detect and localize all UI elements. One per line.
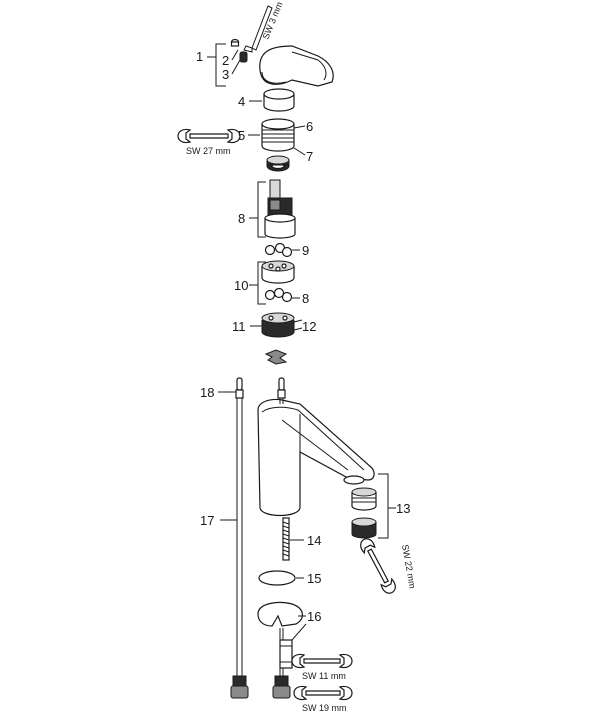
- seals-9: [264, 242, 300, 258]
- mounting-nut: [279, 623, 307, 669]
- wrench-27-label: SW 27 mm: [186, 146, 231, 156]
- lever-handle: [259, 45, 334, 87]
- hose-right: [272, 377, 291, 699]
- part-16-horseshoe: [257, 601, 306, 627]
- group-8-bracket: [249, 181, 266, 238]
- callout-18: 18: [200, 385, 214, 400]
- part-2-cap: [230, 38, 240, 47]
- callout-13: 13: [396, 501, 410, 516]
- callout-16: 16: [307, 609, 321, 624]
- part-6-7-bonnet-nut: [248, 118, 306, 156]
- callout-15: 15: [307, 571, 321, 586]
- group-1-bracket: [207, 43, 226, 87]
- callout-5: 5: [238, 128, 245, 143]
- wrench-22-icon: [360, 538, 396, 594]
- aerator-housing: [351, 517, 377, 539]
- group-13-bracket: [378, 473, 396, 539]
- callout-6: 6: [306, 119, 313, 134]
- hex-key-icon: [243, 5, 273, 53]
- callout-8a: 8: [238, 211, 245, 226]
- wrench-11-icon: [291, 653, 353, 669]
- diverter-disc: [261, 260, 295, 284]
- aerator-ring: [343, 475, 365, 485]
- callout-1: 1: [196, 49, 203, 64]
- callout-10: 10: [234, 278, 248, 293]
- callout-3: 3: [222, 67, 229, 82]
- part-4-cover-ring: [249, 88, 295, 112]
- wrench-22-label: SW 22 mm: [400, 544, 418, 590]
- hex-key-label: SW 3 mm: [261, 0, 285, 40]
- wrench-19-label: SW 19 mm: [302, 703, 347, 713]
- callout-9: 9: [302, 243, 309, 258]
- wrench-27-icon: [177, 128, 241, 144]
- callout-8b: 8: [302, 291, 309, 306]
- callout-11: 11: [232, 319, 246, 334]
- faucet-body: [257, 398, 375, 517]
- aerator-insert: [351, 487, 377, 511]
- group-10-bracket: [249, 261, 266, 305]
- callout-4: 4: [238, 94, 245, 109]
- small-washer: [266, 155, 290, 172]
- callout-17: 17: [200, 513, 214, 528]
- cross-clip: [264, 349, 288, 365]
- callout-12: 12: [302, 319, 316, 334]
- part-15-washer: [258, 570, 304, 586]
- cartridge: [264, 179, 296, 239]
- threaded-rod: [282, 517, 304, 561]
- callout-14: 14: [307, 533, 321, 548]
- wrench-11-label: SW 11 mm: [302, 671, 346, 681]
- callout-2: 2: [222, 53, 229, 68]
- cartridge-base: [250, 312, 303, 338]
- callout-7: 7: [306, 149, 313, 164]
- part-3-screw: [239, 51, 248, 63]
- hose-left: [218, 377, 249, 699]
- seals-8b: [264, 287, 300, 303]
- wrench-19-icon: [293, 685, 353, 701]
